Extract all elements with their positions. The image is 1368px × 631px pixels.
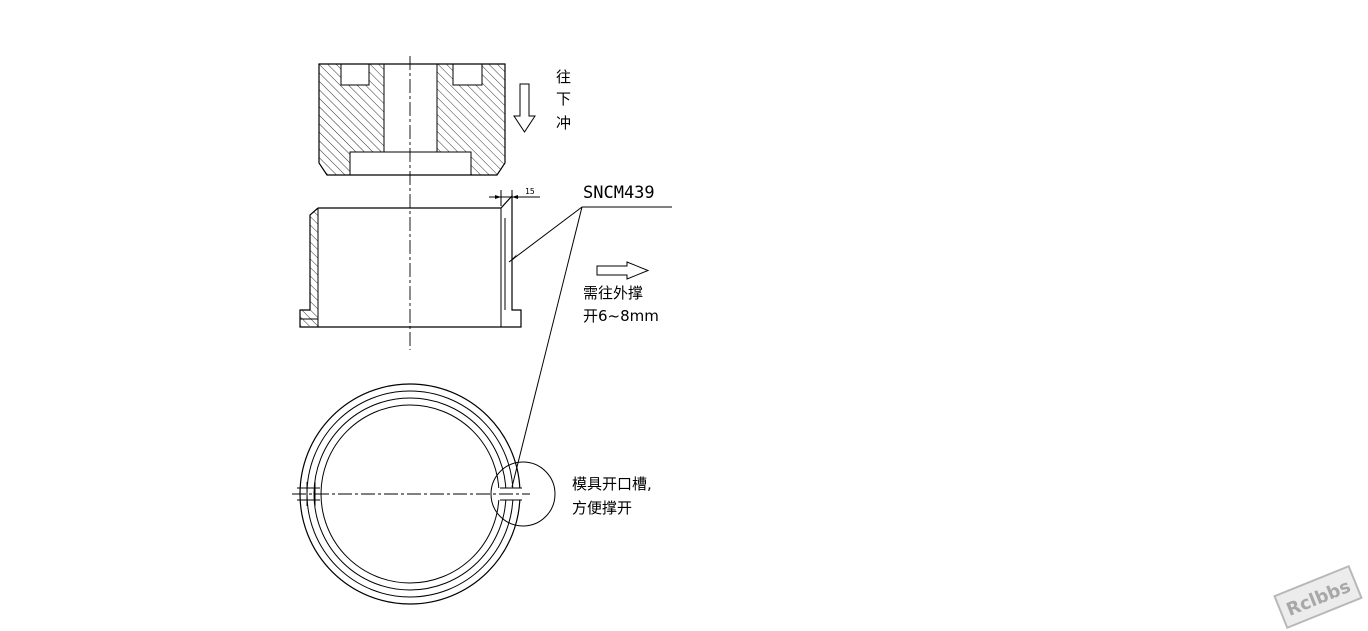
detail-circle	[490, 461, 556, 527]
dimension-15: 15	[489, 187, 540, 206]
right-arrow-icon	[596, 261, 650, 280]
ring-side-view	[299, 194, 522, 328]
punch-direction-char-1: 往	[556, 68, 571, 86]
expand-note-line-2: 开6~8mm	[583, 307, 659, 325]
down-arrow-icon	[513, 83, 536, 133]
slot-note-line-2: 方便撑开	[572, 499, 632, 517]
slot-note-line-1: 模具开口槽,	[572, 475, 652, 493]
punch-direction-char-3: 冲	[556, 114, 571, 132]
material-label: SNCM439	[583, 183, 655, 203]
punch-direction-char-2: 下	[556, 90, 571, 108]
watermark-stamp: Rclbbs	[1273, 564, 1363, 630]
expand-note-line-1: 需往外撑	[583, 284, 643, 302]
upper-punch	[318, 63, 506, 176]
punch-direction-label: 往 下 冲	[556, 68, 571, 132]
dimension-value: 15	[525, 187, 535, 196]
material-leader: SNCM439	[508, 183, 672, 488]
